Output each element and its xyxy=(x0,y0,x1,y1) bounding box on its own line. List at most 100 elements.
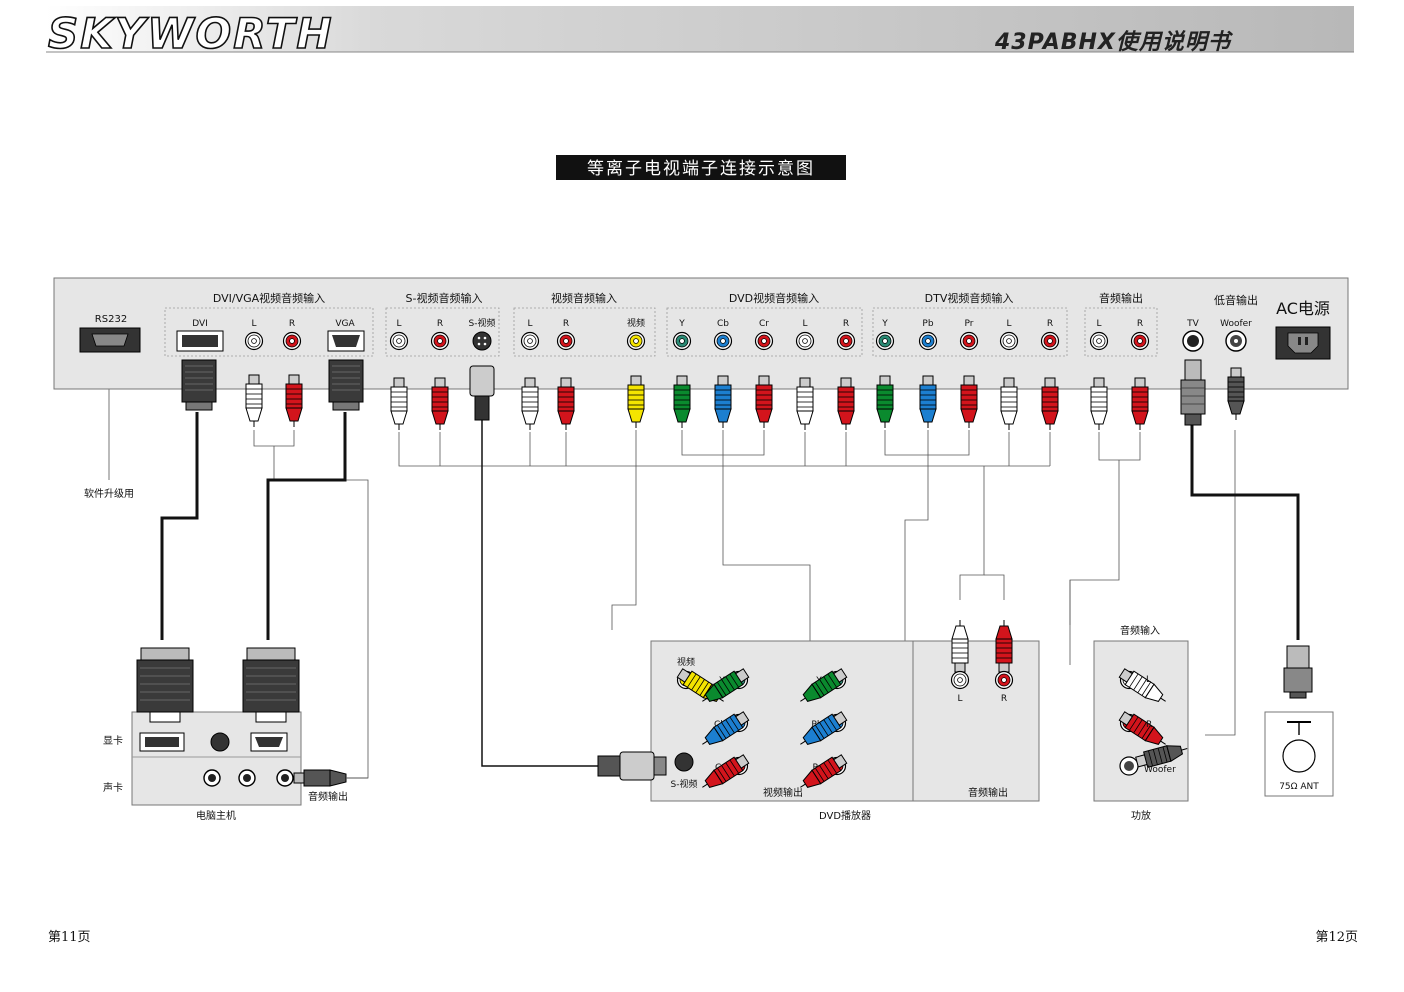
brand-logo: SKYWORTH xyxy=(48,9,334,58)
port-label-r: R xyxy=(289,319,295,329)
pc-audio-plug xyxy=(293,769,368,787)
antenna-label: 75Ω ANT xyxy=(1279,782,1319,792)
model-title: 43PABHX使用说明书 xyxy=(994,29,1234,55)
dvd-audio-jack-r xyxy=(994,670,1014,690)
port-label-y: Y xyxy=(678,319,685,329)
jack-video xyxy=(626,331,646,351)
port-label-video: 视频 xyxy=(627,317,645,329)
tv-plugs xyxy=(181,359,1245,431)
antenna-plug xyxy=(1180,359,1206,426)
port-label-cb: Cb xyxy=(717,319,729,329)
group-dvi-vga: DVI/VGA视频音频输入 xyxy=(213,291,325,305)
jack-r xyxy=(282,331,302,351)
port-label-pr: Pr xyxy=(965,319,974,329)
page-number-left: 第11页 xyxy=(48,930,91,945)
port-label-woofer: Woofer xyxy=(1220,319,1252,329)
s-video-plug xyxy=(469,365,495,421)
diagram-title: 等离子电视端子连接示意图 xyxy=(587,159,815,179)
port-label-l: L xyxy=(527,319,532,329)
pc-vga-plug xyxy=(242,647,300,723)
dvd-audio-out-label: 音频输出 xyxy=(968,786,1008,799)
port-label-s-video: S-视频 xyxy=(469,317,496,329)
group-dvd: DVD视频音频输入 xyxy=(729,291,819,305)
page-header: SKYWORTH 43PABHX使用说明书 xyxy=(46,6,1354,59)
antenna: 75Ω ANT xyxy=(1264,645,1334,797)
ac-power-socket xyxy=(1275,326,1331,360)
jack-cb xyxy=(713,331,733,351)
port-label-r: R xyxy=(843,319,849,329)
jack-l xyxy=(999,331,1019,351)
dvd-s-video-plug xyxy=(597,751,667,781)
group-video: 视频音频输入 xyxy=(551,291,617,305)
thick-cables xyxy=(160,412,1300,640)
tv-back-panel: DVI/VGA视频音频输入 S-视频音频输入 视频音频输入 DVD视频音频输入 … xyxy=(53,277,1349,390)
amp-l-label: L xyxy=(1146,675,1151,685)
port-label-pb: Pb xyxy=(922,319,933,329)
jack-l xyxy=(244,331,264,351)
port-label-l: L xyxy=(1006,319,1011,329)
diagram-title-box: 等离子电视端子连接示意图 xyxy=(556,155,846,180)
signal-wires xyxy=(108,358,1236,779)
jack-l xyxy=(795,331,815,351)
pc-host: 显卡 声卡 音频输出 电脑主机 xyxy=(103,647,368,822)
dvi-port xyxy=(176,330,224,352)
dvd-audio-l-label: L xyxy=(957,694,962,704)
pc-sound-jacks xyxy=(203,769,294,787)
group-dtv: DTV视频音频输入 xyxy=(925,291,1014,305)
group-bass-out: 低音输出 xyxy=(1214,293,1258,307)
dvi-plug xyxy=(181,359,217,411)
group-audio-out: 音频输出 xyxy=(1099,291,1143,305)
sound-card-label: 声卡 xyxy=(103,781,123,794)
port-label-tv: TV xyxy=(1186,319,1199,329)
jack-y xyxy=(672,331,692,351)
s-video-cable xyxy=(481,420,598,767)
amp-audio-in-label: 音频输入 xyxy=(1120,624,1160,637)
dvd-player: 视频 S-视频 Y Cb Cr Y Pb Pr L xyxy=(597,620,1040,822)
rs232-label: RS232 xyxy=(95,314,127,325)
rs232-port xyxy=(79,327,141,353)
port-label-r: R xyxy=(563,319,569,329)
port-label-r: R xyxy=(1047,319,1053,329)
dvd-video-out-label: 视频输出 xyxy=(763,786,803,799)
page-number-right: 第12页 xyxy=(1315,930,1358,945)
jack-r xyxy=(836,331,856,351)
dvd-video-label: 视频 xyxy=(677,656,695,668)
port-label-y: Y xyxy=(881,319,888,329)
jack-r xyxy=(556,331,576,351)
amp-r-label: R xyxy=(1146,720,1152,730)
dvd-s-video-jack xyxy=(674,752,694,772)
vga-port xyxy=(327,330,365,352)
jack-r xyxy=(1040,331,1060,351)
pc-audio-out-label: 音频输出 xyxy=(308,790,348,803)
amplifier: 音频输入 L R Woofer 功放 xyxy=(1093,624,1190,822)
jack-r xyxy=(430,331,450,351)
pc-dvi-plug xyxy=(136,647,194,723)
port-label-l: L xyxy=(802,319,807,329)
pc-s-video-port xyxy=(210,732,230,752)
tv-antenna-jack xyxy=(1182,330,1204,352)
tv-jacks xyxy=(244,326,1331,360)
port-label-l: L xyxy=(1096,319,1101,329)
jack-l xyxy=(520,331,540,351)
vga-plug xyxy=(328,359,364,411)
antenna-icon xyxy=(1282,739,1316,773)
port-label-vga: VGA xyxy=(335,319,355,329)
port-label-r: R xyxy=(1137,319,1143,329)
amp-woofer-label: Woofer xyxy=(1144,765,1176,775)
port-label-cr: Cr xyxy=(759,319,769,329)
jack-cr xyxy=(754,331,774,351)
dvd-name: DVD播放器 xyxy=(819,809,871,822)
pc-name: 电脑主机 xyxy=(196,809,236,822)
jack-r xyxy=(1130,331,1150,351)
port-label-l: L xyxy=(251,319,256,329)
amp-name: 功放 xyxy=(1131,809,1151,822)
port-label-dvi: DVI xyxy=(192,319,208,329)
s-video-jack xyxy=(472,331,492,351)
jack-l xyxy=(389,331,409,351)
group-ac-power: AC电源 xyxy=(1276,299,1330,318)
jack-y xyxy=(875,331,895,351)
amp-woofer-jack xyxy=(1119,756,1139,776)
jack-l xyxy=(1089,331,1109,351)
dvd-s-video-label: S-视频 xyxy=(671,778,698,790)
